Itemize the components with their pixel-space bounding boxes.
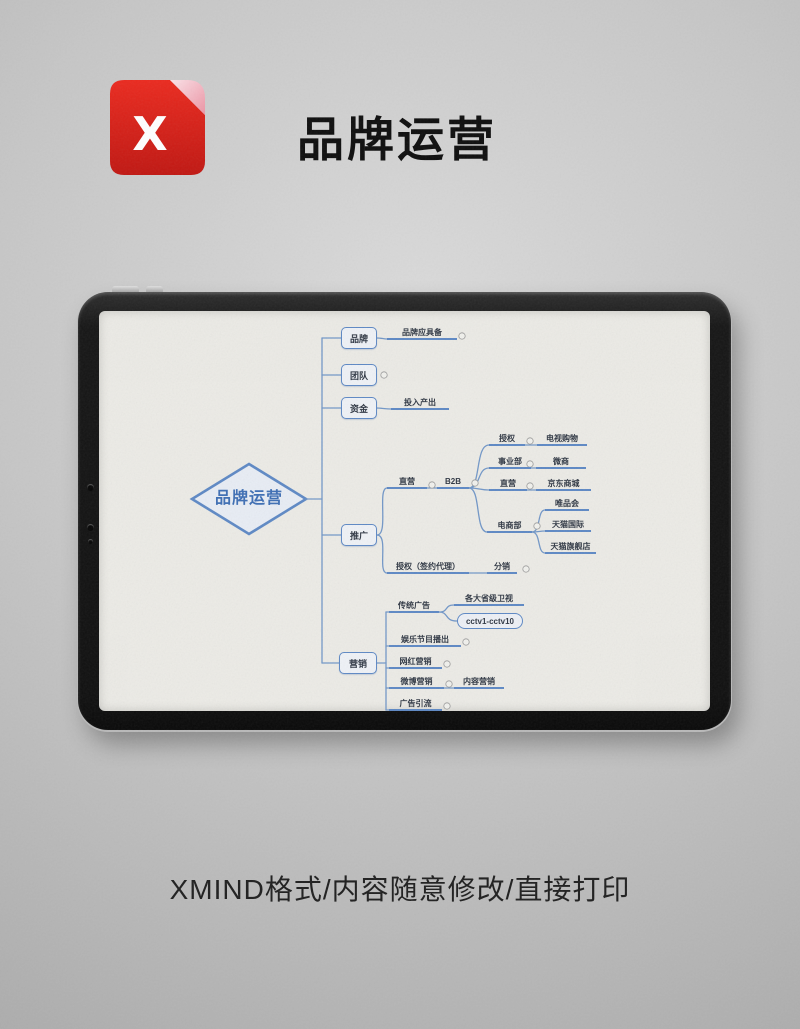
footer-caption: XMIND格式/内容随意修改/直接打印 <box>169 874 631 905</box>
mindmap-branch-line <box>376 407 392 410</box>
xmind-file-icon-art: X <box>110 80 205 175</box>
mindmap-node: 娱乐节目播出 <box>389 634 461 647</box>
mindmap-node: B2B <box>437 476 469 489</box>
mindmap-node: 微商 <box>536 456 586 469</box>
camera-dot <box>87 484 94 491</box>
mindmap-branch-line <box>376 534 388 574</box>
page-title: 品牌运营 <box>297 113 497 166</box>
mindmap-node: 广告引流 <box>389 698 442 711</box>
mindmap-branch-line <box>531 531 546 554</box>
mindmap-node: cctv1-cctv10 <box>457 613 523 629</box>
mindmap-node: 天猫国际 <box>545 519 591 532</box>
mindmap-node: 传统广告 <box>389 600 439 613</box>
mindmap-connectors <box>189 332 546 711</box>
mindmap-node: 京东商城 <box>536 478 591 491</box>
mindmap-branch-line <box>438 611 458 622</box>
collapse-indicator-icon <box>443 702 451 710</box>
mindmap-node: 团队 <box>341 364 377 386</box>
mindmap-node: 电视购物 <box>537 433 587 446</box>
mindmap-node: 唯品会 <box>545 498 589 511</box>
mindmap-node: 推广 <box>341 524 377 546</box>
mindmap-branch-line <box>468 487 488 533</box>
mindmap-node: 投入产出 <box>391 397 449 410</box>
mindmap-root-topic: 品牌运营 <box>214 490 283 507</box>
mindmap-node: 资金 <box>341 397 377 419</box>
mindmap-node: 电商部 <box>487 520 532 533</box>
icon-x-glyph: X <box>132 107 167 161</box>
collapse-indicator-icon <box>522 565 530 573</box>
collapse-indicator-icon <box>443 660 451 668</box>
mindmap-node: 营销 <box>339 652 377 674</box>
camera-dot <box>88 539 93 544</box>
mindmap-node: 内容营销 <box>454 676 504 689</box>
mindmap-node: 网红营销 <box>389 656 442 669</box>
mindmap-node: 微博营销 <box>389 676 444 689</box>
camera-dot <box>87 524 94 531</box>
mindmap-node: 直营 <box>489 478 527 491</box>
collapse-indicator-icon <box>445 680 453 688</box>
tablet-screen: 品牌运营 品牌团队资金推广营销 品牌应具备投入产出直营 B2B 授权电视购物事业部微商… <box>99 311 710 711</box>
mindmap-branch-line <box>376 337 388 340</box>
collapse-indicator-icon <box>428 481 436 489</box>
collapse-indicator-icon <box>458 332 466 340</box>
mindmap-node: 分销 <box>487 561 517 574</box>
collapse-indicator-icon <box>462 638 470 646</box>
tablet-frame: 品牌运营 品牌团队资金推广营销 品牌应具备投入产出直营 B2B 授权电视购物事业部微商… <box>78 292 731 730</box>
collapse-indicator-icon <box>380 371 388 379</box>
mindmap-node: 直营 <box>387 476 427 489</box>
mindmap-node: 授权（签约代理） <box>387 561 469 574</box>
collapse-indicator-icon <box>526 437 534 445</box>
mindmap-branch-line <box>468 467 490 489</box>
collapse-indicator-icon <box>533 522 541 530</box>
mindmap-node: 事业部 <box>489 456 531 469</box>
xmind-file-icon: X <box>110 80 205 175</box>
mindmap: 品牌运营 品牌团队资金推广营销 品牌应具备投入产出直营 B2B 授权电视购物事业部微商… <box>99 311 710 711</box>
mindmap-node: 各大省级卫视 <box>454 593 524 606</box>
mindmap-node: 授权 <box>489 433 525 446</box>
mindmap-node: 品牌应具备 <box>387 327 457 340</box>
mindmap-branch-line <box>438 604 455 613</box>
mindmap-node: 天猫旗舰店 <box>545 541 596 554</box>
collapse-indicator-icon <box>471 479 479 487</box>
collapse-indicator-icon <box>526 482 534 490</box>
mindmap-branch-line <box>376 487 388 536</box>
mindmap-node: 品牌 <box>341 327 377 349</box>
